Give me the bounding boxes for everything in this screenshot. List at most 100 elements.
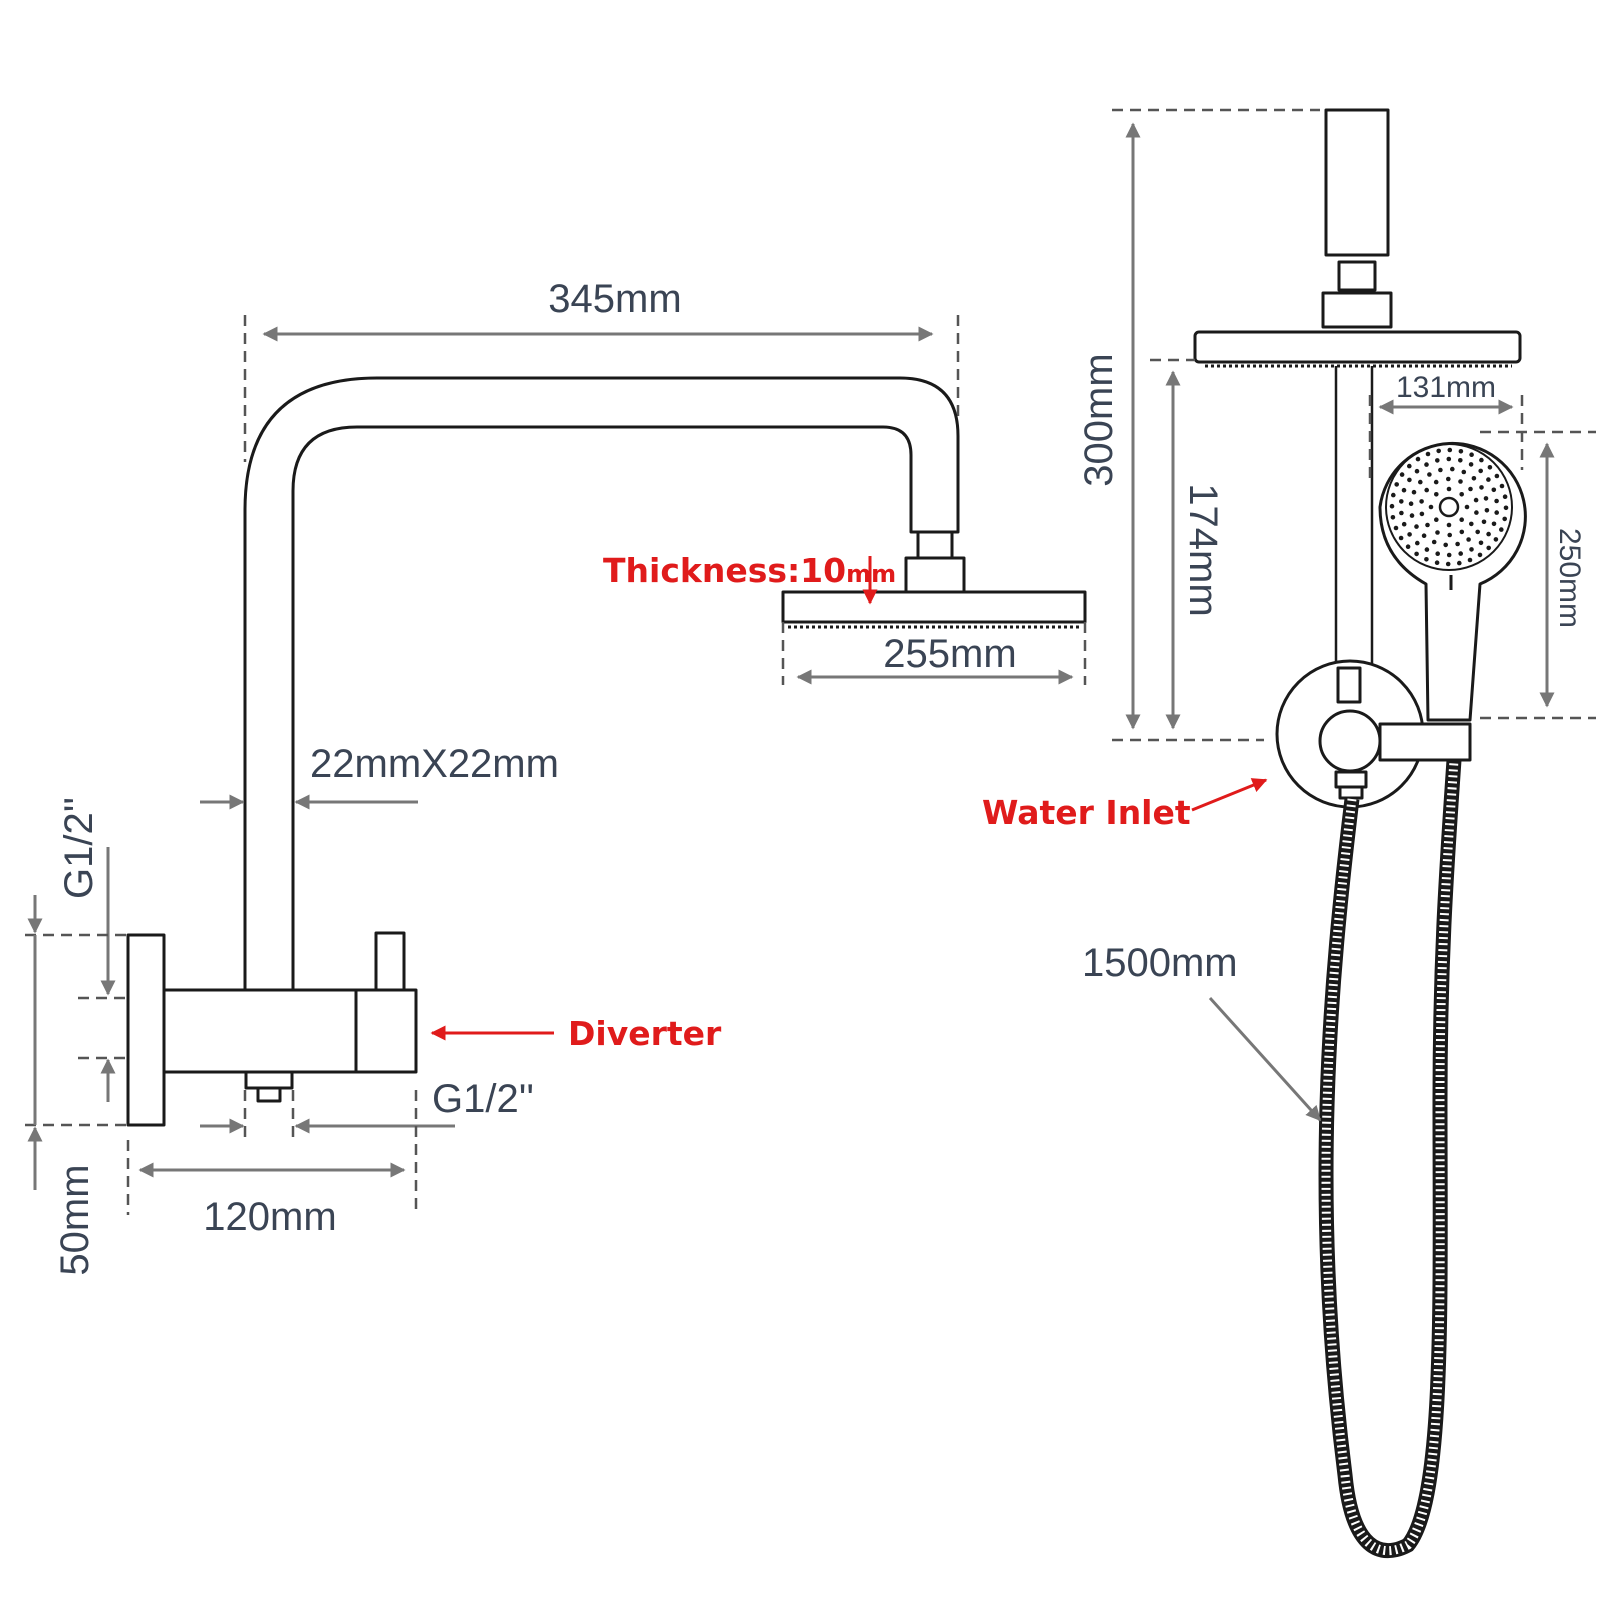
spray-hole xyxy=(1433,479,1439,485)
label-handset-length: 250mm xyxy=(1553,528,1586,628)
spray-hole xyxy=(1458,479,1463,484)
spray-hole xyxy=(1481,519,1487,525)
head-swivel xyxy=(904,556,966,594)
spray-holes xyxy=(1389,447,1509,567)
spray-hole xyxy=(1479,485,1484,490)
label-head-width: 255mm xyxy=(883,632,1016,676)
spray-hole xyxy=(1424,557,1429,562)
spray-hole xyxy=(1424,462,1429,467)
water-inlet-arrow xyxy=(1191,778,1268,812)
spray-hole xyxy=(1478,540,1484,546)
spray-hole xyxy=(1407,477,1412,483)
spray-hole xyxy=(1424,487,1429,493)
spray-hole xyxy=(1421,533,1427,538)
spray-hole xyxy=(1494,498,1499,504)
spray-hole xyxy=(1483,496,1489,501)
label-inlet-thread: G1/2'' xyxy=(57,797,101,899)
spray-hole xyxy=(1486,545,1491,551)
shower-arm xyxy=(243,376,960,992)
spray-hole xyxy=(1427,472,1432,477)
spray-hole xyxy=(1446,522,1452,528)
spray-hole xyxy=(1419,499,1424,504)
label-outlet-thread: G1/2'' xyxy=(432,1077,534,1121)
spray-hole xyxy=(1399,510,1404,516)
spray-hole xyxy=(1484,508,1490,513)
wall-flange xyxy=(126,933,166,1127)
spray-hole xyxy=(1414,524,1419,529)
spray-hole xyxy=(1478,468,1483,474)
label-arm-length: 345mm xyxy=(548,277,681,321)
side-view: 345mm 255mm 22mmX22mm Thickness:10mm G1/… xyxy=(25,277,1087,1276)
diverter-valve xyxy=(1318,709,1382,773)
label-hose-length: 1500mm xyxy=(1082,941,1238,985)
spray-hole xyxy=(1446,552,1452,558)
spray-hole xyxy=(1438,467,1443,473)
spray-hole xyxy=(1434,492,1439,497)
spray-hole xyxy=(1475,529,1480,535)
bottom-outlet-tip xyxy=(256,1086,282,1103)
spray-hole xyxy=(1391,492,1396,498)
spray-hole xyxy=(1415,540,1420,546)
spray-face xyxy=(1385,443,1513,571)
label-water-inlet: Water Inlet xyxy=(982,793,1191,832)
spray-hole xyxy=(1409,513,1415,518)
spray-hole xyxy=(1399,472,1405,477)
spray-hole xyxy=(1491,521,1497,527)
spray-hole xyxy=(1401,487,1407,493)
label-head-to-inlet: 174mm xyxy=(1181,483,1225,616)
spray-hole xyxy=(1446,456,1452,462)
diverter-lever xyxy=(1336,666,1362,704)
valve-body xyxy=(162,988,358,1074)
spray-hole xyxy=(1457,560,1462,566)
spray-hole xyxy=(1486,531,1491,537)
spray-hole xyxy=(1459,492,1464,497)
spray-hole xyxy=(1499,527,1504,532)
spray-hole xyxy=(1499,483,1505,489)
spray-hole xyxy=(1398,535,1404,541)
arm-end-block xyxy=(1324,108,1390,257)
spray-hole xyxy=(1477,552,1483,558)
spray-hole xyxy=(1486,477,1491,482)
spray-hole xyxy=(1459,529,1465,535)
spray-hole xyxy=(1446,486,1452,492)
spray-hole xyxy=(1414,551,1419,557)
spray-hole xyxy=(1468,486,1473,492)
head-mount xyxy=(1321,291,1393,329)
spray-hole xyxy=(1408,501,1414,507)
hose-leader xyxy=(1208,996,1322,1122)
spray-hole xyxy=(1491,487,1497,493)
spray-hole xyxy=(1494,473,1500,479)
spray-hole xyxy=(1474,510,1479,515)
spray-hole xyxy=(1390,515,1396,520)
spray-hole xyxy=(1418,479,1423,485)
hose-outlet xyxy=(1334,770,1368,789)
hose-outlet-tip xyxy=(1338,785,1364,800)
spray-hole xyxy=(1431,539,1437,545)
spray-hole xyxy=(1461,469,1467,475)
spray-hole xyxy=(1473,497,1479,503)
spray-hole xyxy=(1389,503,1395,509)
spray-hole xyxy=(1446,476,1451,482)
spray-hole xyxy=(1428,504,1434,510)
spray-hole xyxy=(1458,458,1463,463)
spray-hole xyxy=(1436,448,1441,454)
label-arm-section: 22mmX22mm xyxy=(310,742,559,786)
thickness-value: Thickness:10 xyxy=(603,551,846,590)
spray-hole xyxy=(1407,532,1412,537)
spray-hole xyxy=(1443,542,1448,548)
spray-hole xyxy=(1425,451,1431,457)
spray-hole xyxy=(1411,489,1417,495)
spray-hole xyxy=(1493,537,1499,542)
spray-hole xyxy=(1434,517,1439,522)
spray-hole xyxy=(1494,510,1499,515)
spray-hole xyxy=(1401,521,1407,527)
spray-hole xyxy=(1394,482,1399,487)
spray-hole xyxy=(1450,466,1455,472)
spray-hole xyxy=(1464,504,1470,510)
spray-hole xyxy=(1471,476,1477,481)
spray-hole xyxy=(1458,449,1464,454)
spray-hole xyxy=(1407,463,1412,469)
diverter-cap xyxy=(354,988,418,1074)
arm-connector xyxy=(916,530,954,560)
